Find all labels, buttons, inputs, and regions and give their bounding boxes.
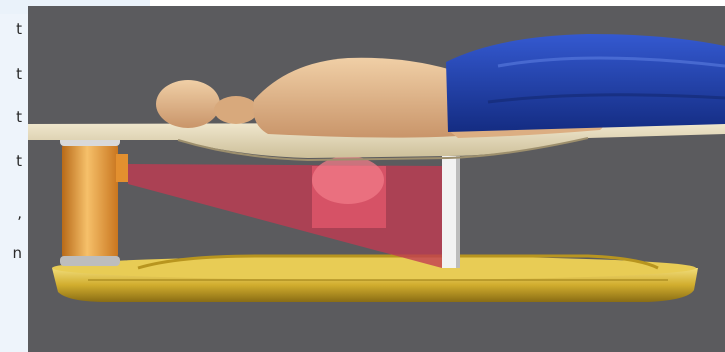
side-panel-background bbox=[0, 0, 28, 352]
xray-tube bbox=[60, 136, 128, 266]
scanner-base bbox=[52, 256, 698, 302]
scanner-scene-svg bbox=[28, 6, 725, 352]
side-text-column: t t t t , n bbox=[0, 0, 28, 352]
text-fragment: t bbox=[6, 20, 22, 38]
scanner-illustration bbox=[28, 6, 725, 352]
text-fragment: , bbox=[6, 204, 22, 222]
detector-column bbox=[442, 156, 460, 268]
text-fragment: t bbox=[6, 152, 22, 170]
patient-figure bbox=[156, 34, 725, 138]
xray-beam bbox=[128, 156, 442, 268]
text-fragment: t bbox=[6, 65, 22, 83]
text-fragment: t bbox=[6, 108, 22, 126]
text-fragment: n bbox=[6, 244, 22, 262]
